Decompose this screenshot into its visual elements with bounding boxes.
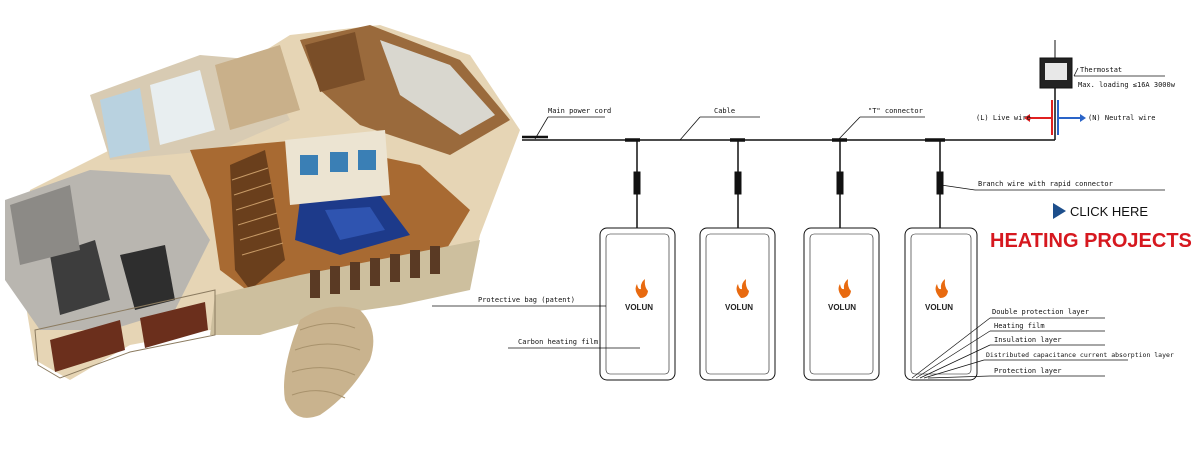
click-here-button[interactable]: CLICK HERE [1053,203,1148,219]
insulation-label: Insulation layer [994,336,1061,344]
panel-brand-3: VOLUN [828,303,856,312]
protective-bag-label: Protective bag (patent) [478,296,575,304]
t-connector-label: "T" connector [868,107,923,115]
protection-layer-label: Protection layer [994,367,1061,375]
main-power-cord-leader [535,117,548,139]
branch-wire-1 [625,140,640,228]
thermostat-label: Thermostat [1080,66,1122,74]
double-protection-label: Double protection layer [992,308,1089,316]
neutral-wire-label: (N) Neutral wire [1088,114,1155,122]
heating-projects-link[interactable]: HEATING PROJECTS [990,230,1192,253]
branch-wire-4 [925,140,945,228]
branch-wire-label: Branch wire with rapid connector [978,180,1113,188]
click-here-label: CLICK HERE [1070,204,1148,219]
main-power-cord-label: Main power cord [548,107,611,115]
house-illustration [5,25,520,418]
volun-logo-icon [636,279,948,298]
distributed-capacitance-label: Distributed capacitance current absorpti… [986,351,1174,359]
cable-leader [680,117,700,140]
heating-film-label: Heating film [994,322,1045,330]
carbon-film-label: Carbon heating film [518,338,598,346]
branch-wire-3 [832,140,847,228]
play-arrow-icon [1053,203,1066,219]
panel-brand-2: VOLUN [725,303,753,312]
t-connector-leader [838,117,860,140]
panel-brand-4: VOLUN [925,303,953,312]
branch-wire-leader [941,185,975,190]
cable-label: Cable [714,107,735,115]
panel-brand-1: VOLUN [625,303,653,312]
max-loading-label: Max. loading ≤16A 3000w [1078,81,1176,89]
live-wire-label: (L) Live wire [976,114,1031,122]
branch-wire-2 [730,140,745,228]
